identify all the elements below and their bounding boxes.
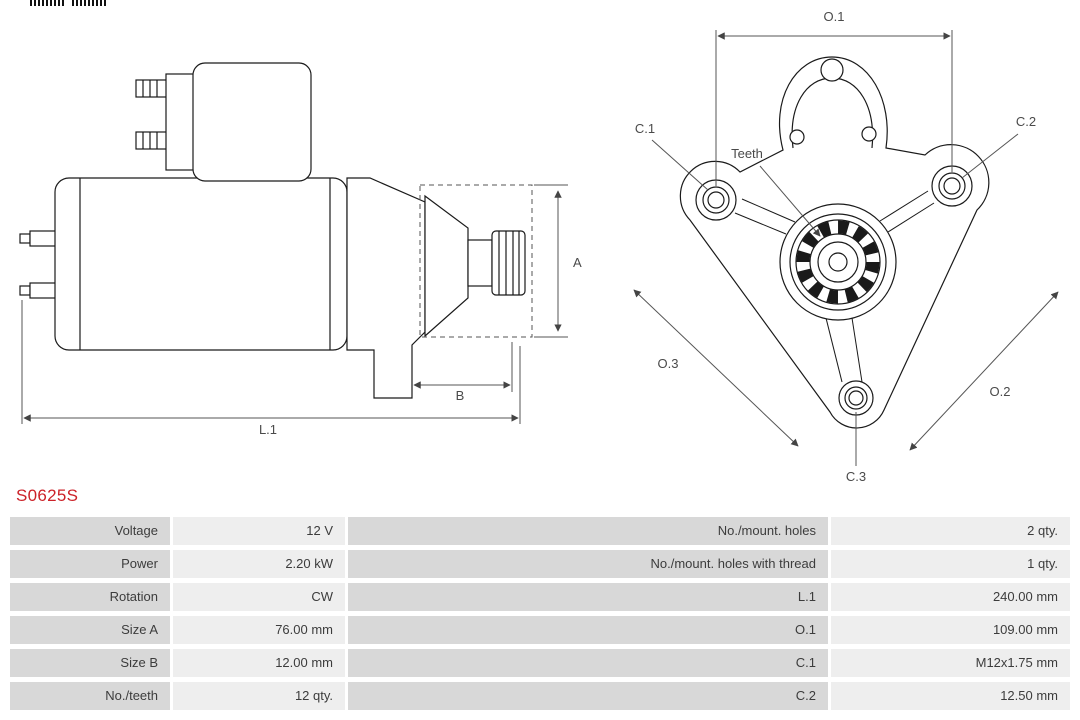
spec-value-cell: 12.50 mm xyxy=(831,682,1070,710)
dim-label-b: B xyxy=(456,388,465,403)
starter-side-view xyxy=(19,62,526,399)
dim-label-c1: C.1 xyxy=(635,121,655,136)
spec-table: Voltage 12 V No./mount. holes 2 qty. Pow… xyxy=(10,517,1070,710)
spec-label-cell: Rotation xyxy=(10,583,170,611)
spec-label-cell: L.1 xyxy=(348,583,828,611)
dim-label-l1: L.1 xyxy=(259,422,277,437)
part-number: S0625S xyxy=(16,486,79,505)
spec-value-cell: 76.00 mm xyxy=(173,616,345,644)
barcode xyxy=(30,0,106,6)
spec-value-cell: 109.00 mm xyxy=(831,616,1070,644)
spec-value-cell: 12.00 mm xyxy=(173,649,345,677)
spec-label-cell: C.2 xyxy=(348,682,828,710)
dim-label-a: A xyxy=(573,255,582,270)
spec-value-cell: 12 V xyxy=(173,517,345,545)
spec-label-cell: No./mount. holes xyxy=(348,517,828,545)
dim-label-o3: O.3 xyxy=(658,356,679,371)
spec-value-cell: M12x1.75 mm xyxy=(831,649,1070,677)
spec-value-cell: 1 qty. xyxy=(831,550,1070,578)
spec-value-cell: 12 qty. xyxy=(173,682,345,710)
spec-label-cell: Voltage xyxy=(10,517,170,545)
dim-label-o1: O.1 xyxy=(824,9,845,24)
barcode-segment xyxy=(72,0,106,6)
spec-label-cell: O.1 xyxy=(348,616,828,644)
teeth-label: Teeth xyxy=(731,146,763,161)
spec-label-cell: No./mount. holes with thread xyxy=(348,550,828,578)
spec-label-cell: Size A xyxy=(10,616,170,644)
dim-label-c3: C.3 xyxy=(846,469,866,484)
spec-label-cell: No./teeth xyxy=(10,682,170,710)
spec-label-cell: C.1 xyxy=(348,649,828,677)
starter-front-view xyxy=(679,56,990,429)
spec-value-cell: 2 qty. xyxy=(831,517,1070,545)
spec-value-cell: 240.00 mm xyxy=(831,583,1070,611)
barcode-segment xyxy=(30,0,64,6)
front-view-dimensions xyxy=(633,30,1059,466)
spec-value-cell: CW xyxy=(173,583,345,611)
technical-drawing: A B L.1 xyxy=(19,9,1059,484)
dim-label-o2: O.2 xyxy=(990,384,1011,399)
spec-label-cell: Power xyxy=(10,550,170,578)
spec-label-cell: Size B xyxy=(10,649,170,677)
side-view-dimensions xyxy=(21,184,568,424)
spec-value-cell: 2.20 kW xyxy=(173,550,345,578)
dim-label-c2: C.2 xyxy=(1016,114,1036,129)
